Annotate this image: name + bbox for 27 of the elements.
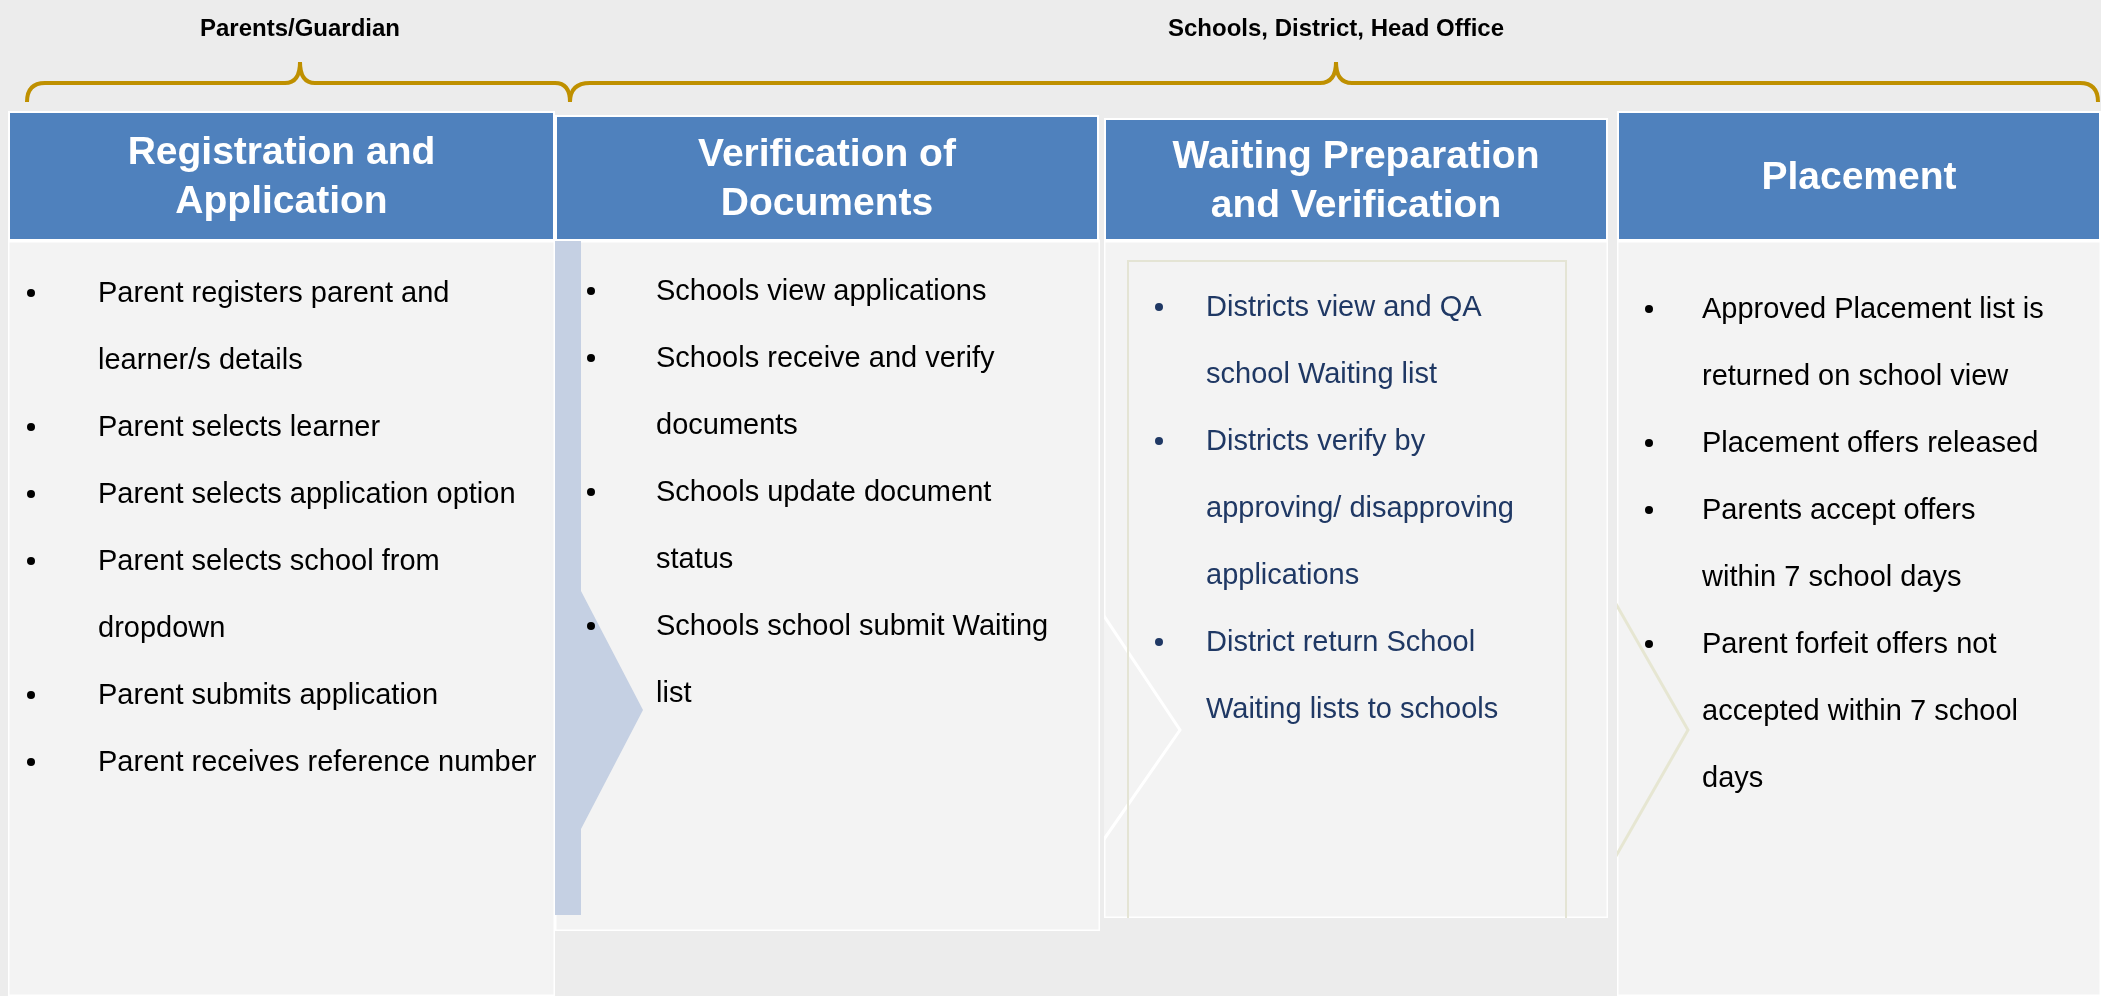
bullet-text: Schools update document status (656, 474, 993, 576)
bullet-text: Parents accept offers within 7 school days (1702, 492, 1977, 594)
bullet-text: Parent registers parent and learner/s details (98, 275, 451, 377)
stage-column (1104, 118, 1608, 918)
bullet-text: Parent selects learner (98, 409, 382, 444)
stage-header: Verification of Documents (555, 115, 1099, 241)
group-label: Schools, District, Head Office (1167, 13, 1505, 43)
bullet-text: Districts view and QA school Waiting list (1206, 289, 1482, 391)
stage-header: Placement (1617, 111, 2101, 241)
bullet-text: Placement offers released (1702, 425, 2040, 460)
stage-header: Waiting Preparation and Verification (1104, 118, 1608, 241)
bullet-text: Parent submits application (98, 677, 440, 712)
bullet-text: Schools school submit Waiting list (656, 608, 1050, 710)
bullet-text: Parent selects school from dropdown (98, 543, 441, 645)
bullet-text: Parent forfeit offers not accepted within 7 school days (1702, 626, 2019, 795)
bullet-text: District return School Waiting lists to schools (1206, 624, 1500, 726)
bullet-text: Parent receives reference number (98, 744, 538, 779)
bullet-text: Districts verify by approving/ disapproving applications (1206, 423, 1515, 592)
stage-column (8, 111, 555, 996)
bullet-text: Schools view applications (656, 273, 988, 308)
bullet-text: Schools receive and verify documents (656, 340, 996, 442)
stage-column (555, 115, 1100, 931)
stage-header: Registration and Application (8, 111, 555, 241)
group-label: Parents/Guardian (199, 13, 401, 43)
stage-column (1617, 111, 2101, 996)
bullet-text: Parent selects application option (98, 476, 517, 511)
bullet-text: Approved Placement list is returned on school view (1702, 291, 2045, 393)
